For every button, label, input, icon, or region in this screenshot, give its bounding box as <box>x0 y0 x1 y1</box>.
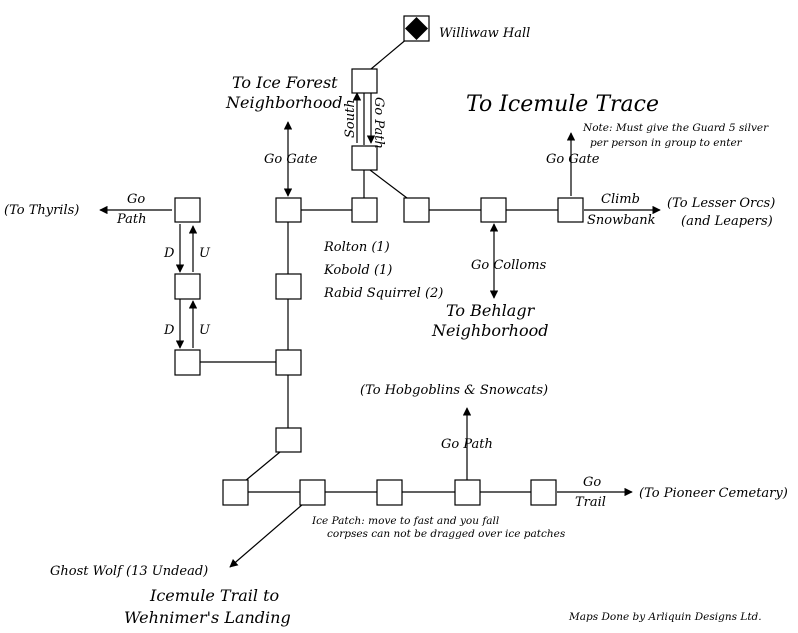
exit-u-1: U <box>199 246 211 261</box>
exit-south: South <box>343 99 358 138</box>
dest-pioneer-cemetary[interactable]: (To Pioneer Cemetary) <box>639 486 788 501</box>
exit-d-2: D <box>163 323 175 338</box>
location-title: Williwaw Hall <box>439 26 530 41</box>
room-ice-patch[interactable] <box>299 479 326 506</box>
dest-leapers[interactable]: (and Leapers) <box>681 214 773 229</box>
room[interactable] <box>351 197 378 223</box>
room[interactable] <box>174 349 201 376</box>
room[interactable] <box>275 273 302 300</box>
dest-icemule-trace[interactable]: To Icemule Trace <box>466 92 659 117</box>
room[interactable] <box>454 479 481 506</box>
exit-go-path-north: Go Path <box>371 97 386 149</box>
williwaw-diamond-icon <box>405 17 428 40</box>
guard-note-1: Note: Must give the Guard 5 silver <box>582 122 769 134</box>
exit-go-colloms: Go Colloms <box>471 258 547 273</box>
exit-go-path-hob: Go Path <box>441 437 493 452</box>
room[interactable] <box>174 197 201 223</box>
credit-line: Maps Done by Arliquin Designs Ltd. <box>568 611 762 623</box>
dest-icemule-trail-2[interactable]: Wehnimer's Landing <box>124 608 291 627</box>
room[interactable] <box>174 273 201 300</box>
creature-kobold: Kobold (1) <box>323 263 392 278</box>
room[interactable] <box>480 197 507 223</box>
dest-thyrils[interactable]: (To Thyrils) <box>4 203 79 218</box>
room[interactable] <box>403 197 430 223</box>
dest-icemule-trail-1[interactable]: Icemule Trail to <box>149 586 279 605</box>
room[interactable] <box>351 145 378 171</box>
dest-ice-forest-2[interactable]: Neighborhood <box>225 93 342 112</box>
dest-ice-forest-1[interactable]: To Ice Forest <box>232 73 338 92</box>
exit-go-gate-right: Go Gate <box>546 152 600 167</box>
dest-behlagr-1[interactable]: To Behlagr <box>446 301 536 320</box>
exit-d-1: D <box>163 246 175 261</box>
dest-lesser-orcs[interactable]: (To Lesser Orcs) <box>667 196 775 211</box>
exit-u-2: U <box>199 323 211 338</box>
dest-hobgoblins[interactable]: (To Hobgoblins & Snowcats) <box>360 383 548 398</box>
creature-rolton: Rolton (1) <box>323 240 390 255</box>
ice-patch-note-1: Ice Patch: move to fast and you fall <box>311 515 499 527</box>
room[interactable] <box>557 197 584 223</box>
room[interactable] <box>351 68 378 94</box>
room[interactable] <box>530 479 557 506</box>
connections <box>200 37 558 493</box>
exit-trail: Trail <box>575 495 606 510</box>
exit-climb: Climb <box>601 192 640 207</box>
exit-go-trail: Go <box>583 475 601 490</box>
room[interactable] <box>275 427 302 453</box>
exit-arrows <box>99 92 661 568</box>
guard-note-2: per person in group to enter <box>590 137 743 149</box>
room[interactable] <box>376 479 403 506</box>
room[interactable] <box>275 349 302 376</box>
creature-rabid-squirrel: Rabid Squirrel (2) <box>323 286 443 301</box>
ghost-wolf-label: Ghost Wolf (13 Undead) <box>50 564 208 579</box>
exit-path-thyrils: Path <box>116 212 147 227</box>
exit-go-gate-left: Go Gate <box>264 152 318 167</box>
room[interactable] <box>275 197 302 223</box>
rooms <box>174 15 584 506</box>
ice-patch-note-2: corpses can not be dragged over ice patc… <box>327 528 566 540</box>
room[interactable] <box>222 479 249 506</box>
dest-behlagr-2[interactable]: Neighborhood <box>431 321 548 340</box>
exit-go-thyrils: Go <box>127 192 145 207</box>
exit-snowbank: Snowbank <box>587 213 656 228</box>
